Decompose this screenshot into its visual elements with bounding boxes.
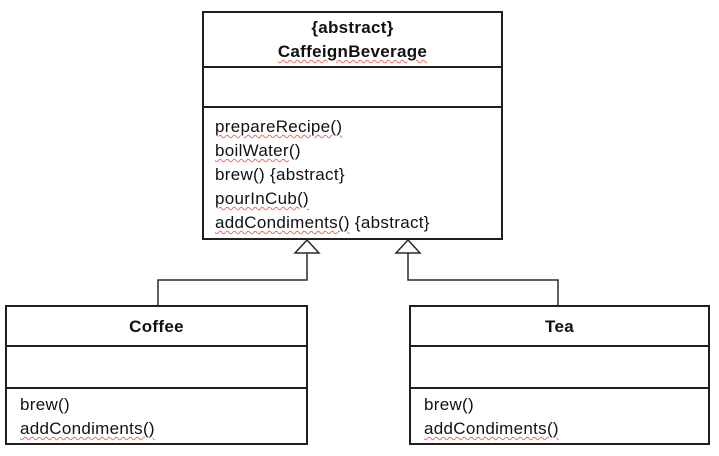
generalization-tea (394, 238, 559, 305)
class-title-coffee: Coffee (7, 307, 306, 347)
class-box-caffeignbeverage: {abstract} CaffeignBeverage prepareRecip… (202, 11, 503, 240)
class-box-coffee: Coffee brew() addCondiments() (5, 305, 308, 445)
attributes-compartment-tea (411, 347, 708, 389)
attributes-compartment-caffeignbeverage (204, 68, 501, 108)
class-title-tea: Tea (411, 307, 708, 347)
method-item: addCondiments() (424, 419, 559, 438)
class-name-tea: Tea (545, 317, 574, 336)
method-item: boilWater() (215, 141, 301, 160)
method-item: brew() (20, 395, 70, 414)
class-name-caffeignbeverage: CaffeignBeverage (277, 42, 428, 61)
method-item: brew() {abstract} (215, 165, 345, 184)
class-box-tea: Tea brew() addCondiments() (409, 305, 710, 445)
method-item: addCondiments() {abstract} (215, 213, 430, 232)
class-name-coffee: Coffee (129, 317, 184, 336)
inheritance-arrowhead-icon (293, 238, 321, 254)
method-item: addCondiments() (20, 419, 155, 438)
inheritance-arrowhead-icon (394, 238, 422, 254)
stereotype-label: {abstract} (311, 18, 394, 37)
class-title-caffeignbeverage: {abstract} CaffeignBeverage (204, 13, 501, 68)
methods-compartment-coffee: brew() addCondiments() (7, 389, 306, 446)
method-item: prepareRecipe() (215, 117, 343, 136)
connector-line (407, 253, 559, 305)
method-item: pourInCub() (215, 189, 310, 208)
generalization-coffee (157, 238, 321, 305)
methods-compartment-caffeignbeverage: prepareRecipe() boilWater() brew() {abst… (204, 108, 501, 240)
methods-compartment-tea: brew() addCondiments() (411, 389, 708, 446)
connector-line (157, 253, 308, 305)
method-item: brew() (424, 395, 474, 414)
attributes-compartment-coffee (7, 347, 306, 389)
